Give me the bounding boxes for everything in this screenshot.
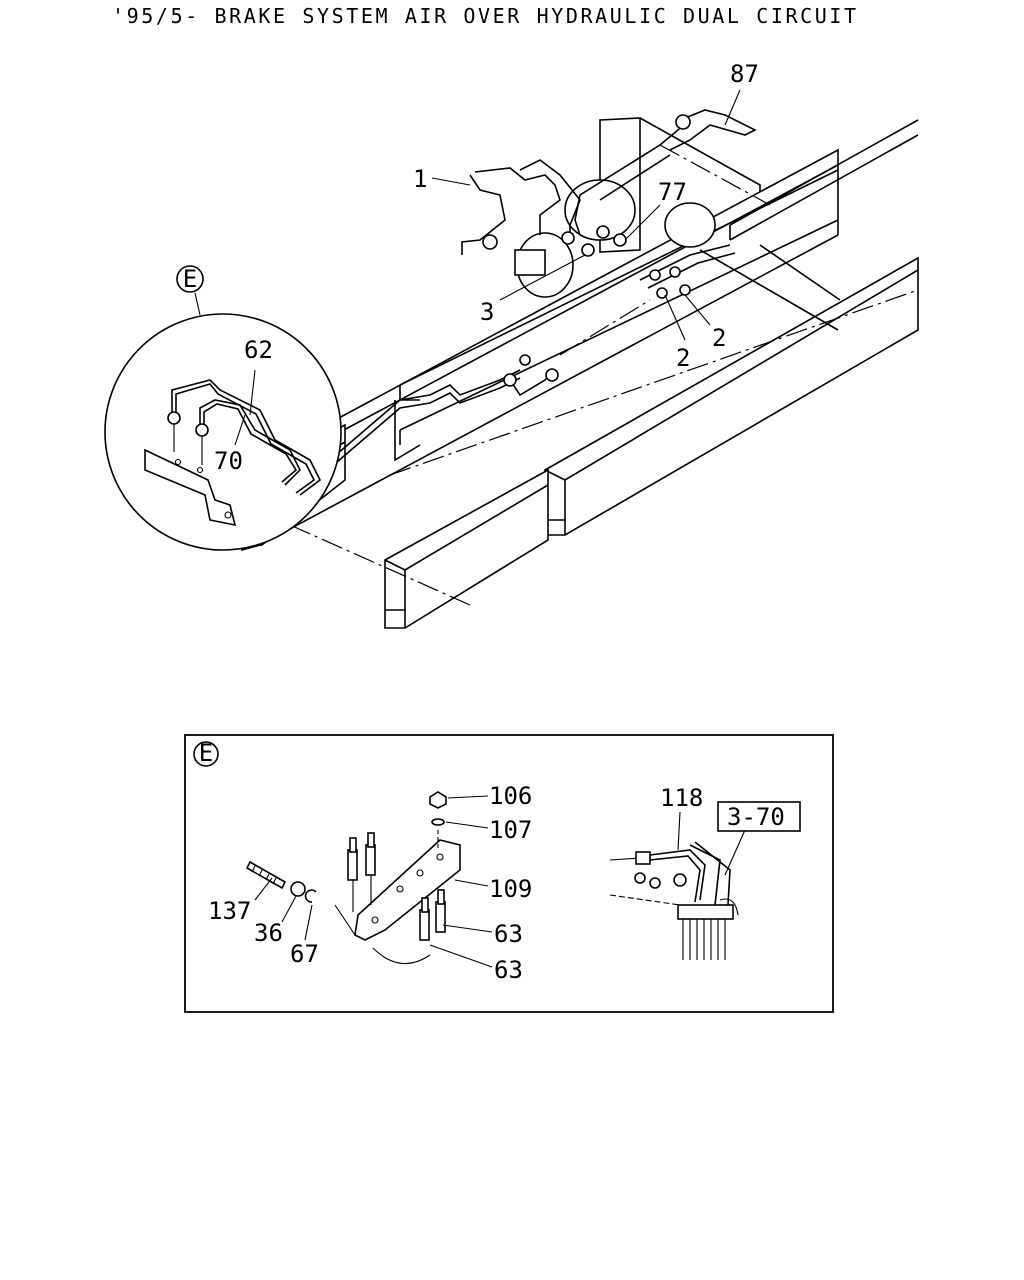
detail-callout-circle: E (104, 265, 342, 551)
label-reference-3-70: 3-70 (727, 803, 785, 831)
label-part-77: 77 (658, 178, 687, 206)
callout-e-main: E (183, 265, 197, 293)
pipe-cluster-illustration (609, 811, 746, 960)
label-part-2b: 2 (712, 324, 726, 352)
label-part-87: 87 (730, 60, 759, 88)
stud-bolts (347, 832, 446, 941)
label-part-118: 118 (660, 784, 703, 812)
reference-box (717, 801, 801, 832)
label-part-62: 62 (244, 336, 273, 364)
label-part-67: 67 (290, 940, 319, 968)
detail-box-e: E (184, 734, 834, 1013)
label-part-109: 109 (489, 875, 532, 903)
leader-lines (431, 89, 741, 341)
brake-pipes (299, 109, 757, 479)
callout-e-detail: E (199, 739, 213, 767)
label-part-3: 3 (480, 298, 494, 326)
label-part-137: 137 (208, 897, 251, 925)
pipe-nuts (482, 114, 691, 387)
label-part-106: 106 (489, 782, 532, 810)
label-part-63b: 63 (494, 956, 523, 984)
label-part-2a: 2 (676, 344, 690, 372)
label-part-1: 1 (413, 165, 427, 193)
label-part-70: 70 (214, 447, 243, 475)
label-part-36: 36 (254, 919, 283, 947)
brake-chamber (514, 179, 716, 298)
label-part-107: 107 (489, 816, 532, 844)
label-part-63a: 63 (494, 920, 523, 948)
diagram-title: '95/5- BRAKE SYSTEM AIR OVER HYDRAULIC D… (112, 4, 859, 28)
